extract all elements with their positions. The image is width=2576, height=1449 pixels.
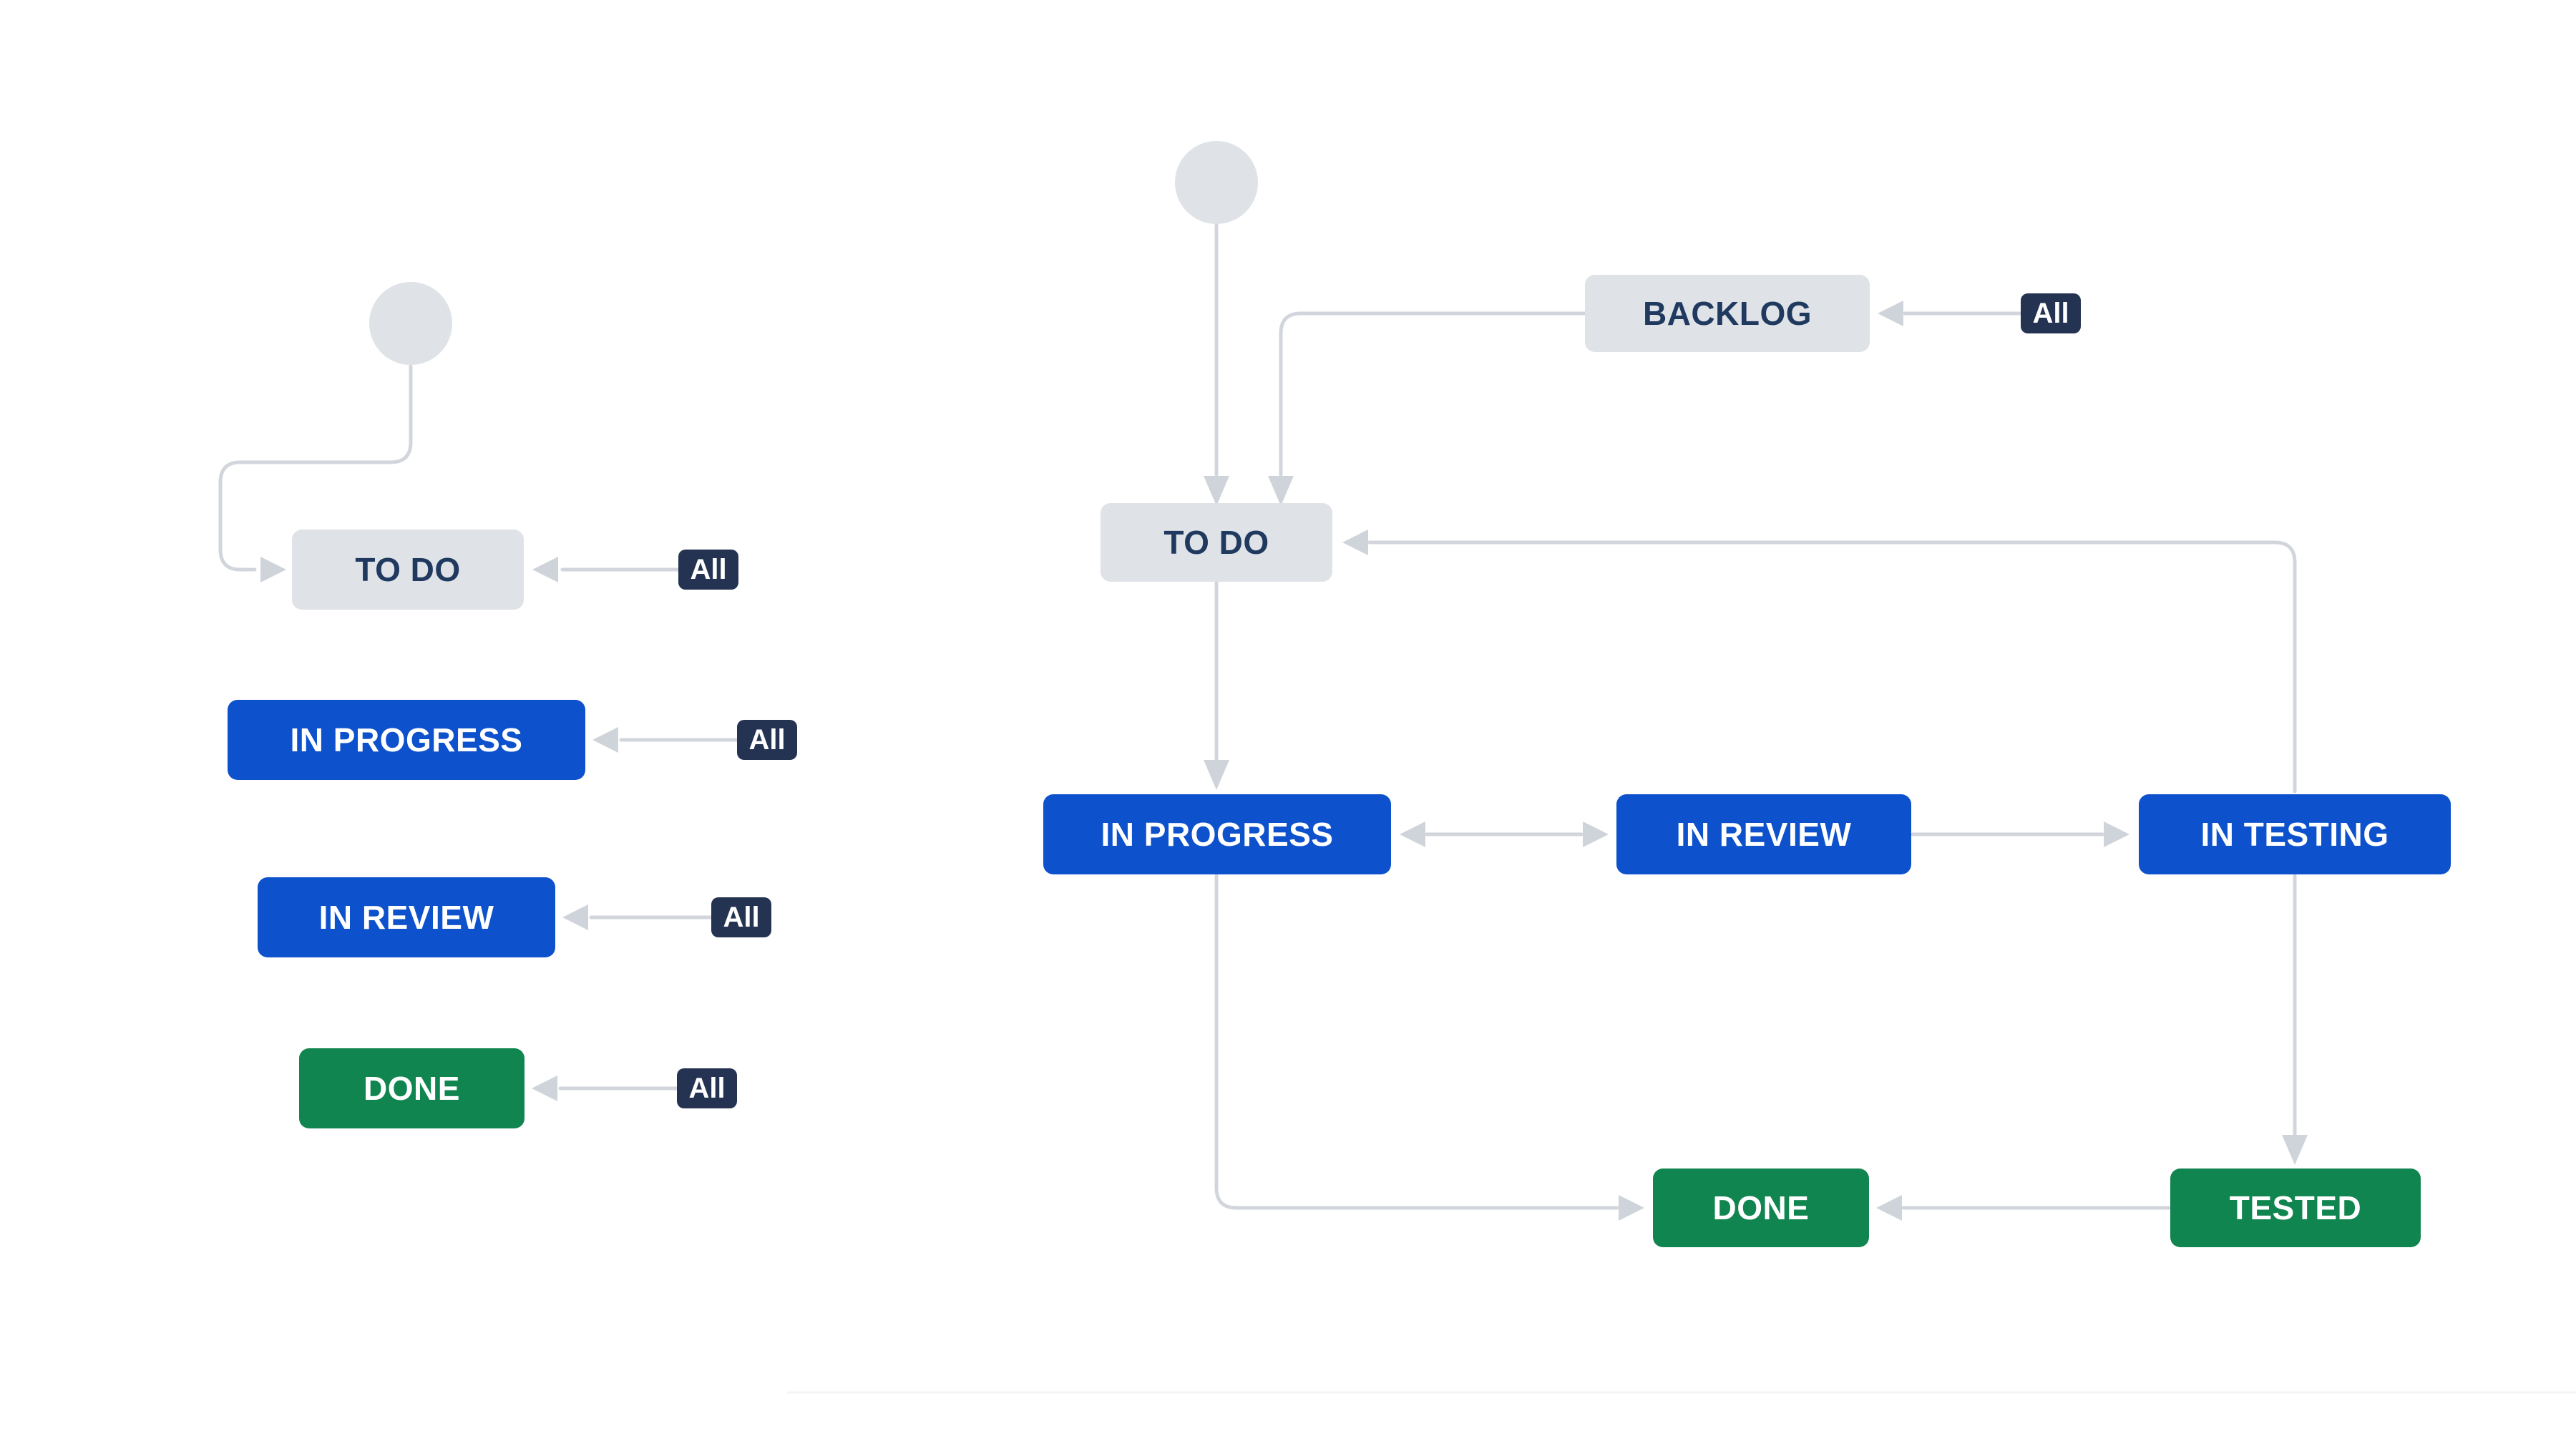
edge-right-in-progress-to-done — [1214, 874, 1644, 1221]
left-status-in-progress[interactable]: IN PROGRESS — [228, 700, 585, 780]
edge-left-start-to-todo — [218, 364, 413, 582]
edge-right-start-to-todo — [1204, 223, 1229, 506]
left-all-badge-in-review[interactable]: All — [711, 897, 771, 937]
right-start-node-circle[interactable] — [1175, 141, 1258, 224]
left-all-badge-done[interactable]: All — [677, 1068, 737, 1108]
right-status-in-testing[interactable]: IN TESTING — [2139, 794, 2451, 874]
edge-left-all-to-done — [532, 1075, 679, 1101]
edge-right-in-testing-to-tested — [2282, 874, 2308, 1165]
edge-left-all-to-in-progress — [592, 727, 739, 753]
right-status-tested[interactable]: TESTED — [2170, 1169, 2421, 1247]
right-status-backlog[interactable]: BACKLOG — [1585, 275, 1870, 352]
right-status-todo[interactable]: TO DO — [1101, 503, 1332, 582]
left-start-node-circle[interactable] — [369, 282, 452, 365]
edge-right-backlog-to-todo — [1268, 311, 1587, 506]
right-all-badge-backlog[interactable]: All — [2021, 293, 2081, 333]
left-all-badge-in-progress[interactable]: All — [737, 720, 797, 760]
edge-right-in-testing-to-todo — [1342, 530, 2297, 794]
left-status-todo[interactable]: TO DO — [292, 530, 524, 610]
right-status-in-progress[interactable]: IN PROGRESS — [1043, 794, 1391, 874]
edge-right-todo-to-in-progress — [1204, 580, 1229, 790]
edge-right-tested-to-done — [1876, 1195, 2172, 1221]
edge-left-all-to-todo — [532, 557, 680, 582]
left-all-badge-todo[interactable]: All — [678, 550, 738, 590]
left-status-done[interactable]: DONE — [299, 1048, 525, 1128]
right-status-in-review[interactable]: IN REVIEW — [1616, 794, 1911, 874]
left-status-in-review[interactable]: IN REVIEW — [258, 877, 555, 957]
edge-right-in-progress-in-review-bidirectional — [1400, 821, 1609, 847]
edge-right-all-to-backlog — [1878, 301, 2023, 326]
edge-left-all-to-in-review — [562, 904, 713, 930]
edge-right-in-review-to-in-testing — [1911, 821, 2129, 847]
right-status-done[interactable]: DONE — [1653, 1169, 1869, 1247]
